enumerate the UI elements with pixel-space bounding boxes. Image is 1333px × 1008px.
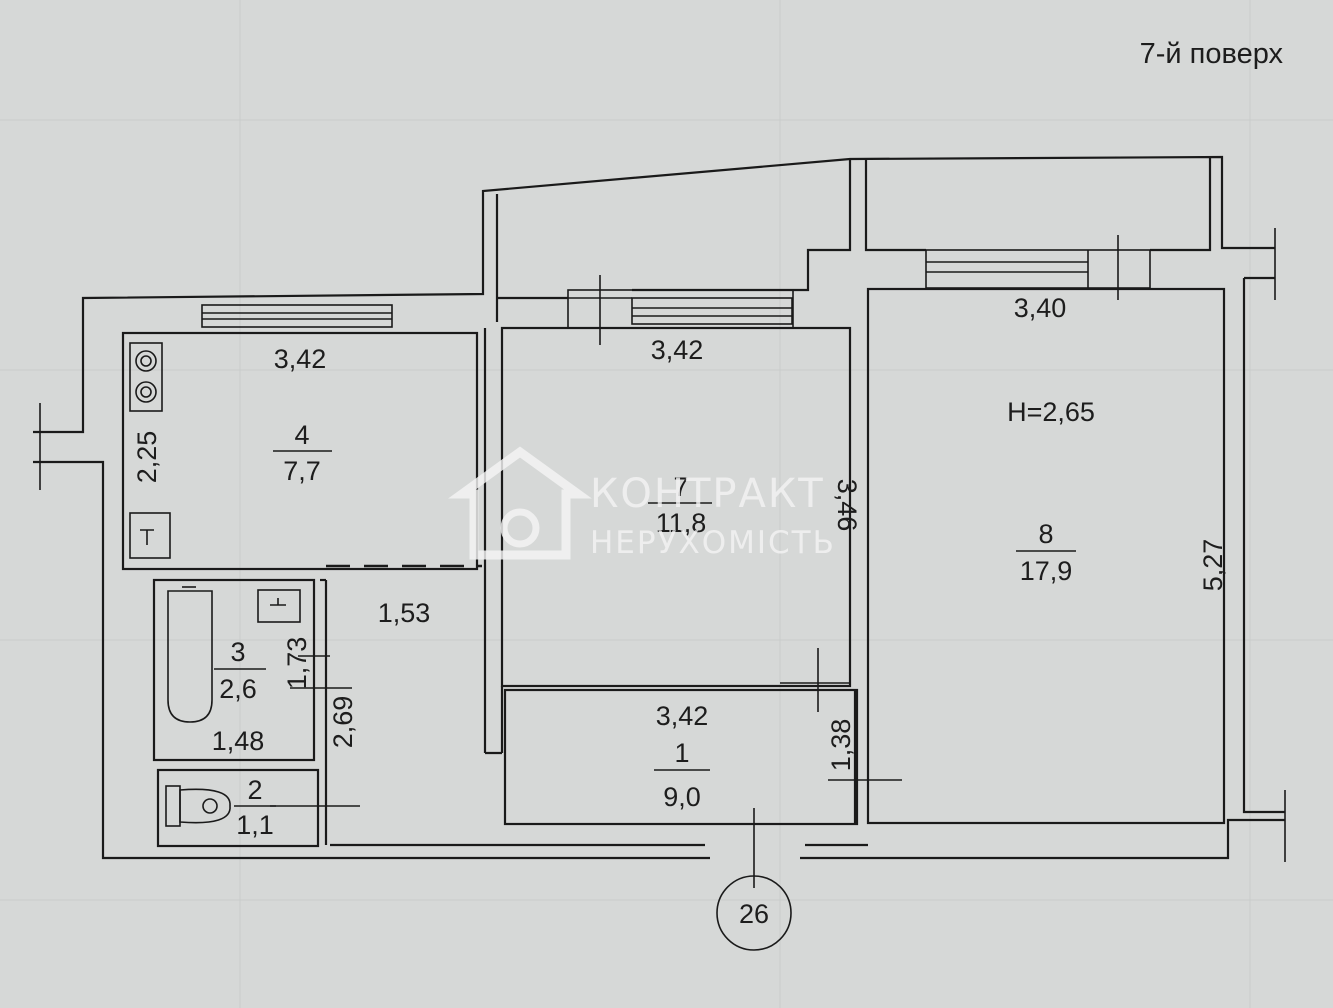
room-number: 7 [673, 472, 688, 502]
room-hall: 1 9,0 [654, 738, 710, 812]
room-area: 1,1 [236, 810, 274, 840]
dim-hall-depth: 1,38 [826, 719, 856, 772]
stove-icon [129, 342, 163, 412]
dim-kitchen-depth: 2,25 [132, 431, 162, 484]
dim-bath-width: 1,48 [212, 726, 265, 756]
dimension-labels: 3,42 3,42 3,40 1,53 1,48 3,42 2,25 3,46 … [132, 293, 1228, 771]
dim-bath-depth: 1,73 [282, 637, 312, 690]
room-kitchen: 4 7,7 [273, 420, 332, 486]
dim-room7-depth: 3,46 [832, 479, 862, 532]
inner-walls [121, 287, 1226, 848]
dim-room7-width: 3,42 [651, 335, 704, 365]
room-toilet: 2 1,1 [234, 775, 276, 840]
room-8: 8 17,9 [1016, 519, 1076, 586]
room-number: 8 [1038, 519, 1053, 549]
room-number: 2 [247, 775, 262, 805]
axis-label: 26 [739, 899, 769, 929]
room-number: 1 [674, 738, 689, 768]
room-number: 3 [230, 637, 245, 667]
room-area: 9,0 [663, 782, 701, 812]
balconies [495, 157, 1212, 322]
dim-room8-depth: 5,27 [1198, 539, 1228, 592]
room-area: 7,7 [283, 456, 321, 486]
dimension-ticks [39, 228, 1286, 888]
dim-corridor-width: 1,53 [378, 598, 431, 628]
watermark-logo: КОНТРАКТ НЕРУХОМІСТЬ [448, 446, 836, 561]
washbasin-icon [257, 589, 301, 623]
outer-walls [33, 155, 1285, 860]
toilet-icon [165, 785, 231, 827]
room-7: 7 11,8 [648, 472, 712, 538]
kitchen-sink-icon [129, 512, 171, 559]
room-area: 11,8 [656, 508, 707, 538]
dim-hall-width: 3,42 [656, 701, 709, 731]
axis-marker: 26 [716, 875, 792, 951]
floor-label: 7-й поверх [1140, 38, 1284, 70]
dim-corridor-depth: 2,69 [328, 696, 358, 749]
watermark-line1: КОНТРАКТ [590, 471, 825, 517]
bathtub-icon [167, 586, 213, 723]
room-area: 17,9 [1020, 556, 1073, 586]
ceiling-height: Н=2,65 [1007, 397, 1095, 427]
watermark-line2: НЕРУХОМІСТЬ [590, 525, 836, 561]
dim-kitchen-width: 3,42 [274, 344, 327, 374]
room-area: 2,6 [219, 674, 257, 704]
dim-room8-width: 3,40 [1014, 293, 1067, 323]
room-bathroom: 3 2,6 [214, 637, 266, 704]
room-number: 4 [294, 420, 309, 450]
